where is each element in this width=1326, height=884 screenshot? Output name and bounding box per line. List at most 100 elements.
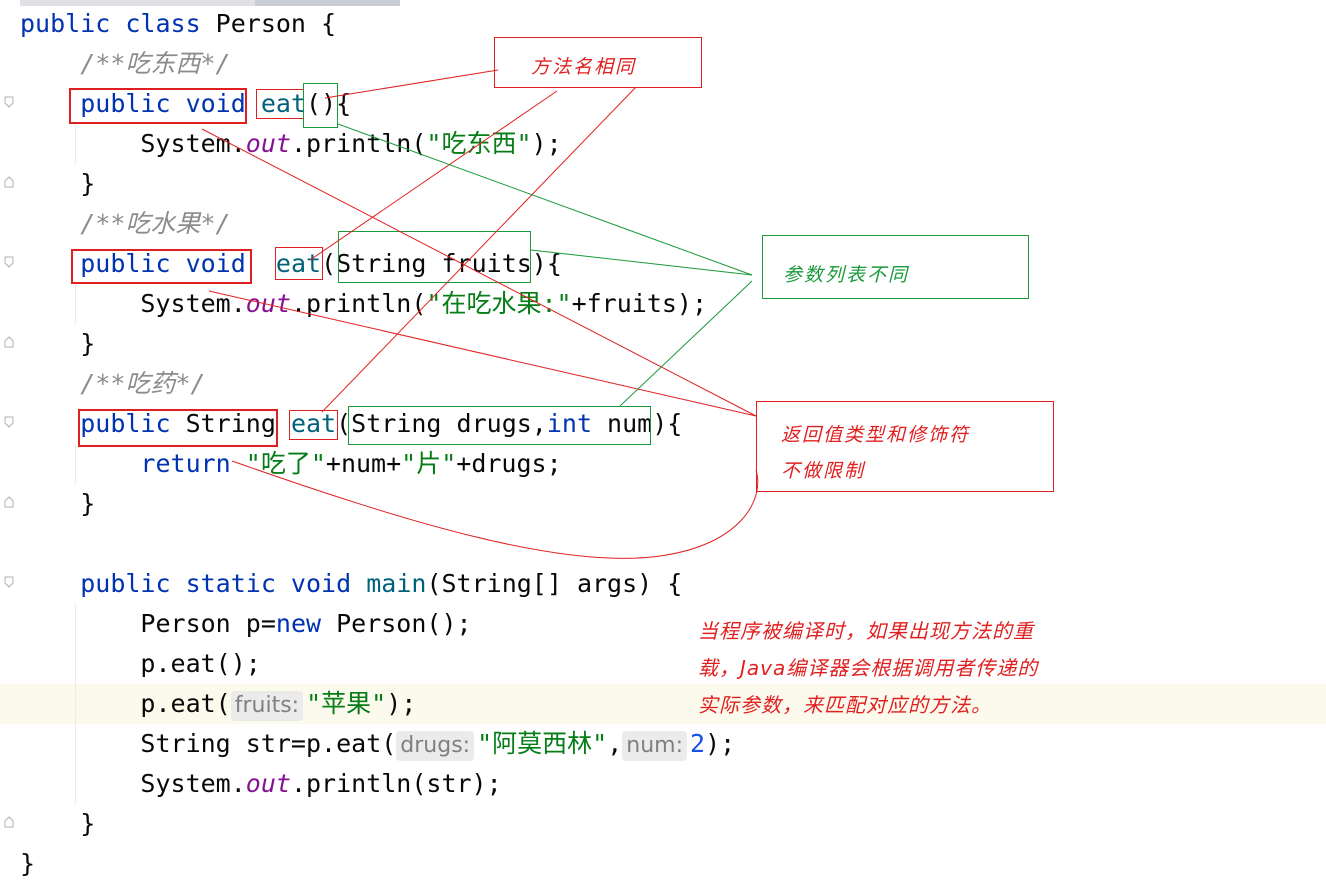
- code-text: ,: [607, 729, 623, 758]
- code-text: .println(str);: [290, 769, 502, 798]
- string-literal: "在吃水果:": [426, 289, 572, 318]
- keyword: public void: [80, 249, 246, 278]
- method-name-highlight-box: [275, 247, 323, 280]
- code-line: System.out.println(str);: [20, 764, 502, 804]
- params-highlight-box: [338, 231, 531, 283]
- fold-marker-icon[interactable]: [4, 816, 14, 828]
- fold-marker-icon[interactable]: [4, 336, 14, 348]
- code-line: System.out.println("吃东西");: [20, 124, 561, 164]
- code-text: p.eat(: [140, 689, 231, 718]
- code-text: System.: [140, 289, 246, 318]
- keyword: new: [275, 609, 322, 638]
- number-literal: 2: [690, 729, 706, 758]
- code-line: }: [20, 484, 95, 524]
- indent-guide: [75, 444, 76, 484]
- method-name: eat: [290, 409, 337, 438]
- code-line: String str=p.eat(drugs:"阿莫西林",num:2);: [20, 724, 735, 764]
- doc-comment: /**吃东西*/: [80, 49, 231, 78]
- code-text: }: [20, 849, 36, 878]
- code-text: +fruits);: [571, 289, 708, 318]
- code-line: Person p=new Person();: [20, 604, 472, 644]
- note-text: 实际参数，来匹配对应的方法。: [698, 693, 992, 717]
- string-literal: "片": [401, 449, 457, 478]
- note-text: 方法名相同: [531, 56, 637, 78]
- code-text: .println(: [290, 129, 427, 158]
- fold-marker-icon[interactable]: [4, 176, 14, 188]
- code-line: return "吃了"+num+"片"+drugs;: [20, 444, 562, 484]
- params-highlight-box: [348, 406, 651, 445]
- fold-marker-icon[interactable]: [4, 96, 14, 108]
- code-line: public static void main(String[] args) {: [20, 564, 682, 604]
- code-text: System.: [140, 769, 246, 798]
- method-name: eat: [260, 89, 307, 118]
- keyword: public class: [20, 9, 201, 38]
- code-line: public void eat(){: [20, 84, 351, 124]
- params-differ-note: 参数列表不同: [762, 235, 1029, 299]
- same-name-note: 方法名相同: [494, 37, 702, 88]
- modifier-highlight-box: [78, 409, 278, 447]
- fold-marker-icon[interactable]: [4, 496, 14, 508]
- note-text: 参数列表不同: [783, 264, 910, 286]
- code-text: ){: [531, 249, 562, 278]
- code-text: (: [336, 409, 352, 438]
- modifier-highlight-box: [71, 249, 252, 284]
- code-line: public String eat(String drugs,int num){: [20, 404, 682, 444]
- code-text: Person p=: [140, 609, 276, 638]
- code-line: }: [20, 844, 35, 884]
- indent-guide: [75, 604, 76, 804]
- code-text: String str=p.eat(: [140, 729, 397, 758]
- editor-tab-strip: [0, 0, 1326, 6]
- code-text: drugs,: [441, 409, 547, 438]
- code-line: /**吃水果*/: [20, 204, 230, 244]
- code-text: (String[] args) {: [426, 569, 683, 598]
- method-name: main: [366, 569, 427, 598]
- static-field: out: [245, 289, 291, 318]
- code-text: );: [386, 689, 417, 718]
- code-text: }: [80, 329, 96, 358]
- note-text: 当程序被编译时，如果出现方法的重: [698, 619, 1034, 643]
- code-text: Person();: [321, 609, 472, 638]
- doc-comment: /**吃水果*/: [80, 209, 231, 238]
- code-text: +drugs;: [456, 449, 562, 478]
- string-literal: "吃东西": [426, 129, 532, 158]
- return-type-note: 返回值类型和修饰符 不做限制: [756, 401, 1054, 492]
- fold-marker-icon[interactable]: [4, 256, 14, 268]
- code-text: }: [80, 169, 96, 198]
- code-text: Person {: [200, 9, 337, 38]
- keyword: public void: [80, 89, 246, 118]
- fold-marker-icon[interactable]: [4, 576, 14, 588]
- code-text: ){: [652, 409, 683, 438]
- code-text: String: [351, 409, 442, 438]
- code-text: (: [321, 249, 337, 278]
- code-line: /**吃东西*/: [20, 44, 230, 84]
- parameter-hint: num:: [622, 731, 687, 761]
- indent-guide: [75, 284, 76, 324]
- code-text: }: [80, 489, 96, 518]
- fold-marker-icon[interactable]: [4, 416, 14, 428]
- static-field: out: [245, 769, 291, 798]
- note-text: 返回值类型和修饰符: [781, 424, 971, 446]
- code-text: );: [705, 729, 736, 758]
- indent-guide: [75, 124, 76, 164]
- code-line: public class Person {: [20, 4, 336, 44]
- modifier-highlight-box: [69, 88, 247, 124]
- code-line: }: [20, 164, 95, 204]
- code-line: }: [20, 804, 95, 844]
- string-literal: "苹果": [306, 689, 387, 718]
- doc-comment: /**吃药*/: [80, 369, 206, 398]
- keyword: public: [80, 409, 171, 438]
- code-text: }: [80, 809, 96, 838]
- code-text: String: [336, 249, 427, 278]
- note-text: 不做限制: [781, 460, 866, 482]
- code-text: .println(: [290, 289, 427, 318]
- params-highlight-box: [303, 83, 338, 128]
- code-text: +num+: [325, 449, 402, 478]
- current-line-highlight: [0, 684, 1326, 724]
- code-text: (){: [306, 89, 352, 118]
- keyword: public static void: [80, 569, 352, 598]
- editor-gutter: [0, 0, 20, 877]
- static-field: out: [245, 129, 291, 158]
- string-literal: "阿莫西林": [477, 729, 608, 758]
- code-text: p.eat();: [140, 649, 261, 678]
